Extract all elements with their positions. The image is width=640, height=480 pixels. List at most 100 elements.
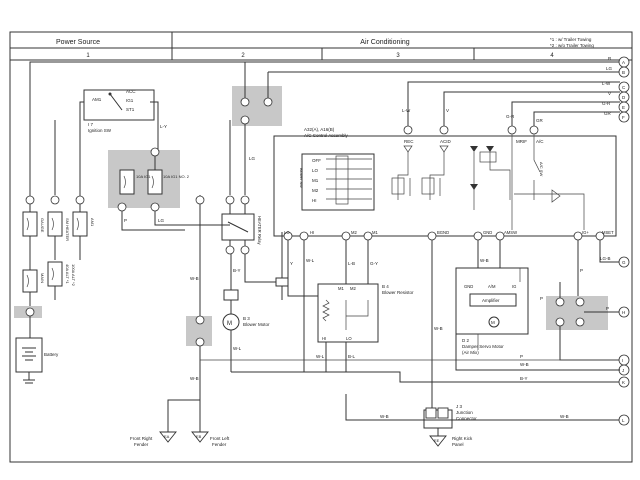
ig-pin-st1: ST1 <box>126 107 135 112</box>
node-b <box>618 66 630 78</box>
damper-label-2: (Air Mix) <box>462 350 479 355</box>
ground-ee-label-2: Panel <box>452 442 464 447</box>
node-f <box>618 111 630 123</box>
relay-connector-shade <box>232 86 282 126</box>
term-gnd: GND <box>483 230 492 235</box>
battery-label: Battery <box>44 352 59 357</box>
right-edge-nodes <box>618 56 630 426</box>
wire-gr-top: GR <box>536 118 544 123</box>
amplifier-label: Amplifier <box>482 298 500 303</box>
heater-relay-label: HEATER Relay <box>257 216 262 245</box>
blower-pos-m1: M1 <box>312 178 319 183</box>
wire-w-b-bottom: W-B <box>560 414 569 419</box>
term-amsw: AMSW <box>504 230 517 235</box>
blower-pos-lo: LO <box>312 168 319 173</box>
junction-label-1: Junction <box>456 410 473 415</box>
section-power-source: Power Source <box>56 39 100 46</box>
node-k <box>618 376 630 388</box>
blower-resistor-label: Blower Resistor <box>382 290 414 295</box>
term-mset: MSET <box>602 230 614 235</box>
wire-b-l: B-L <box>348 354 356 359</box>
fusible-main <box>22 269 38 293</box>
fusible-alt-100a: 100A ALT *2 <box>71 264 76 287</box>
svg-text:M: M <box>491 320 495 325</box>
ground-ee-code: EE <box>434 438 440 443</box>
node-i-label: I <box>622 358 623 363</box>
wire-p-h: P <box>606 306 609 311</box>
wire-w-b-left: W-B <box>190 276 199 281</box>
ignition-sw-code: I 7 <box>88 122 94 127</box>
damper-pin-ig: IG <box>512 284 516 289</box>
wire-v-top: V <box>446 108 449 113</box>
blower-resistor-code: B 4 <box>382 284 389 289</box>
fuse-am1-label: AM1 <box>90 218 95 227</box>
node-l <box>618 414 630 426</box>
column-3: 3 <box>396 53 400 59</box>
wire-lg-b: LG-B <box>600 256 611 261</box>
wire-l-w-top: L-W <box>402 108 411 113</box>
node-e-label: E <box>622 105 625 110</box>
ground-right-kick-panel <box>429 435 447 447</box>
note-no-trailer-towing: *2 : w/o Trailer Towing <box>550 43 594 48</box>
wire-g-y: G-Y <box>370 261 378 266</box>
fuse-10a-no2-label: 10A IG1 NO. 2 <box>163 174 190 179</box>
column-1: 1 <box>86 53 90 59</box>
ground-ea-code: EA <box>164 434 170 439</box>
wire-lg-relay: LG <box>249 156 256 161</box>
term-ig: IG+ <box>582 230 589 235</box>
node-h <box>618 306 630 318</box>
ground-front-right-fender <box>159 431 177 443</box>
wire-v: V <box>608 91 611 96</box>
ac-control-assembly <box>273 135 617 237</box>
fuse-am1 <box>72 211 88 237</box>
wire-w-l-lower: W-L <box>316 354 325 359</box>
indicator-rec: REC <box>404 139 414 144</box>
ig-pin-acc: ACC <box>126 89 136 94</box>
node-g <box>618 256 630 268</box>
column-4: 4 <box>550 53 554 59</box>
fuse-block-shade <box>108 150 180 208</box>
damper-pin-am: A/M <box>488 284 496 289</box>
blower-switch <box>301 153 375 211</box>
fuse-gauge-label: GAUGE <box>40 218 45 233</box>
junction-code: J 3 <box>456 404 463 409</box>
damper-code: D 2 <box>462 338 470 343</box>
ground-eb-code: EB <box>196 434 202 439</box>
column-2: 2 <box>241 53 245 59</box>
wire-b-y-bottom: B-Y <box>520 376 528 381</box>
fuse-10a-ig1 <box>119 169 135 195</box>
resistor-pin-m1: M1 <box>338 286 344 291</box>
fusible-alt <box>47 261 63 287</box>
fusible-main-label: MAIN <box>40 273 45 283</box>
term-m1: M1 <box>372 230 378 235</box>
node-l-label: L <box>622 418 625 423</box>
wire-lg-fuse: LG <box>158 218 165 223</box>
damper-servo-motor <box>455 267 529 335</box>
node-k-label: K <box>622 380 625 385</box>
wire-b-y-motor: B-Y <box>233 268 241 273</box>
wire-l-w: L-W <box>602 81 611 86</box>
wire-l-b: L-B <box>348 261 355 266</box>
blower-sw-label: Blower SW <box>299 168 304 188</box>
wire-w-l: W-L <box>306 258 315 263</box>
fusible-alt-40a: 40A ALT *1 <box>65 264 70 284</box>
ig-pin-ig1: IG1 <box>126 98 134 103</box>
blower-motor-glyph: M <box>227 321 232 327</box>
node-b-label: B <box>622 70 625 75</box>
ac-assembly-label: A/C Control Assembly <box>304 133 349 138</box>
ground-front-left-fender <box>191 431 209 443</box>
wire-lg: LG <box>606 66 613 71</box>
note-trailer-towing: *1 : w/ Trailer Towing <box>550 37 592 42</box>
term-bgnd: BGND <box>437 230 449 235</box>
indicator-acid: ACID <box>440 139 452 144</box>
fuse-gauge <box>22 211 38 237</box>
diagram-frame <box>9 31 633 463</box>
ground-eb-label-2: Fender <box>212 442 227 447</box>
wire-g-r: G-R <box>602 101 611 106</box>
wire-w-b-gnd: W-B <box>480 258 489 263</box>
wire-w-b-mid: W-B <box>434 326 443 331</box>
blower-pos-m2: M2 <box>312 188 319 193</box>
blower-motor-label: Blower Motor <box>243 322 270 327</box>
heater-relay <box>221 213 255 241</box>
